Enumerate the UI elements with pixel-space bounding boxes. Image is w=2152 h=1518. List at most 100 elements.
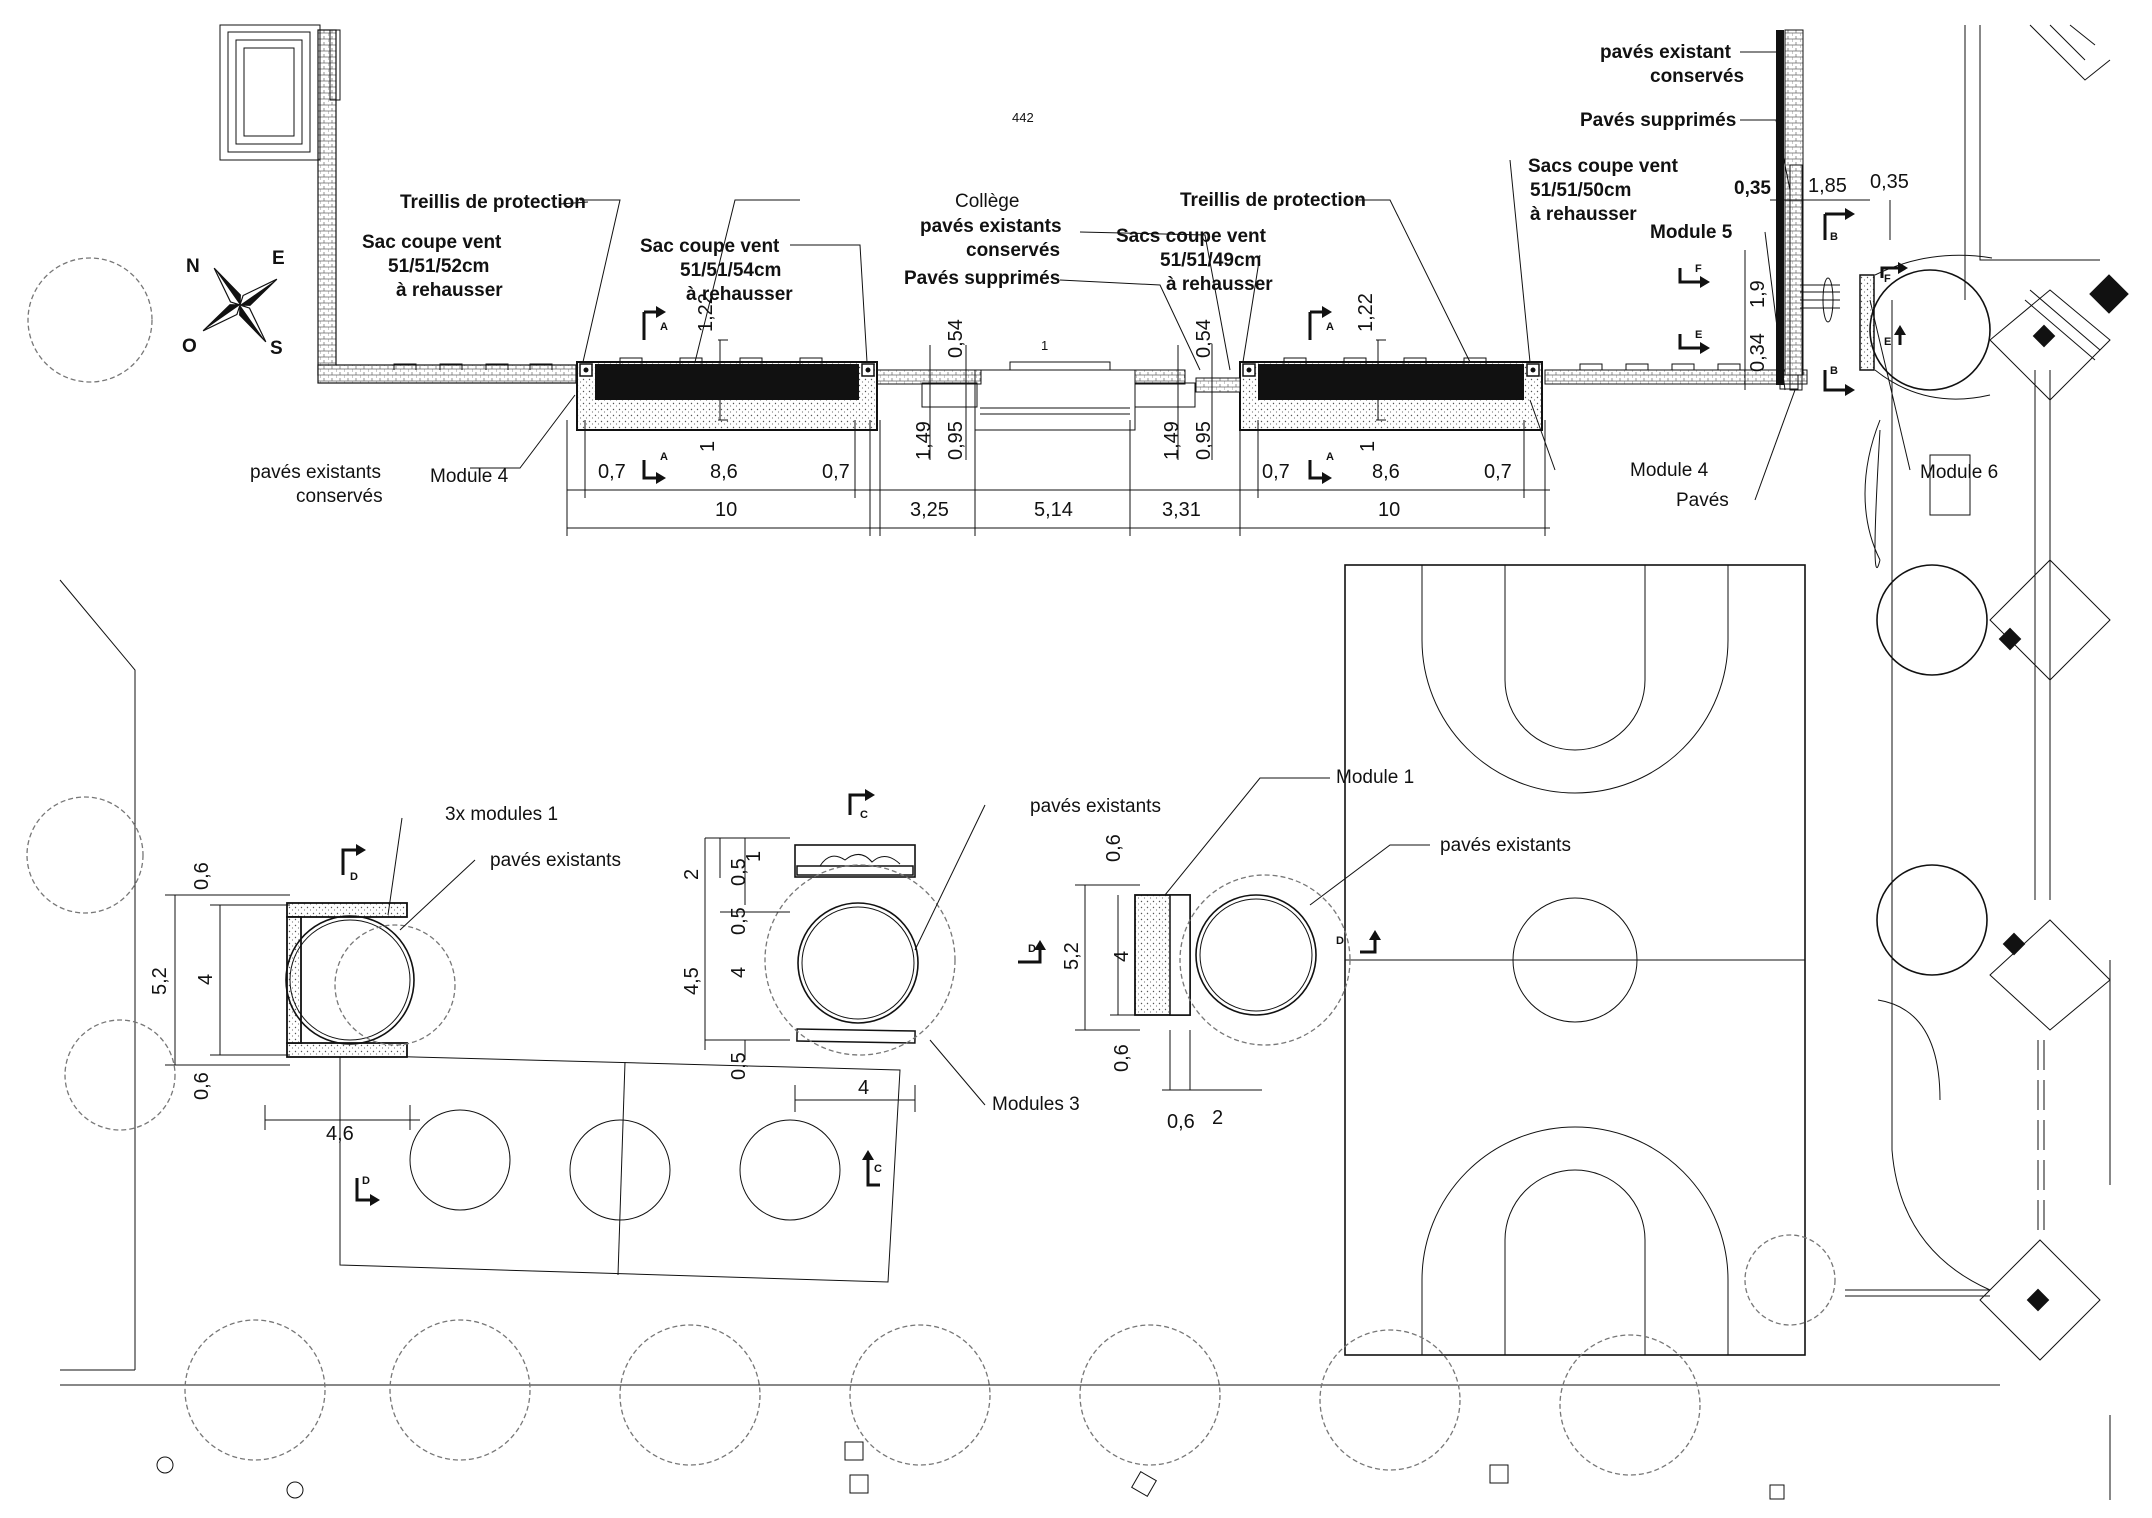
site-boundaries xyxy=(59,579,2000,1386)
dim-514: 5,14 xyxy=(1034,499,1073,521)
supp-top: Pavés supprimés xyxy=(1580,110,1736,131)
trees xyxy=(26,257,1836,1476)
dim-1-right: 1 xyxy=(1357,441,1379,452)
dim-mr-06-h: 0,6 xyxy=(1167,1111,1195,1133)
compass-e: E xyxy=(272,248,285,269)
dim-035-b: 0,35 xyxy=(1870,171,1909,193)
module4-left-label: Module 4 xyxy=(430,466,509,487)
compass-rose: N E S O xyxy=(182,248,285,359)
dim-07-c: 0,7 xyxy=(1262,461,1290,483)
dim-m1-06-top: 0,6 xyxy=(191,862,213,890)
section-a-bot-left: A xyxy=(660,451,668,463)
sac-left-3: à rehausser xyxy=(396,280,503,301)
module4-left xyxy=(576,357,878,431)
dim-m3-1: 1 xyxy=(743,851,765,862)
treillis-right-label: Treillis de protection xyxy=(1180,190,1366,211)
dim-86-b: 8,6 xyxy=(1372,461,1400,483)
dim-m3-2: 2 xyxy=(681,869,703,880)
dim-095-b: 0,95 xyxy=(1193,421,1215,460)
dim-054-b: 0,54 xyxy=(1193,319,1215,358)
pex-mid-1: pavés existants xyxy=(920,216,1062,237)
dim-331: 3,31 xyxy=(1162,499,1201,521)
dim-m3-4-v: 4 xyxy=(728,967,750,978)
dim-m3-05-b: 0,5 xyxy=(728,907,750,935)
section-a-top-left: A xyxy=(660,321,668,333)
gate-area xyxy=(921,369,1241,431)
dim-07-d: 0,7 xyxy=(1484,461,1512,483)
module3 xyxy=(794,844,919,1044)
section-a-bot-right: A xyxy=(1326,451,1334,463)
dim-034: 0,34 xyxy=(1747,333,1769,372)
compass-n: N xyxy=(186,256,200,277)
sacs-far-3: à rehausser xyxy=(1530,204,1637,225)
right-walkway xyxy=(1845,24,2129,1500)
dim-035-a: 0,35 xyxy=(1734,178,1771,199)
dim-1-left: 1 xyxy=(697,441,719,452)
dim-054-a: 0,54 xyxy=(945,319,967,358)
sac-left-2: 51/51/52cm xyxy=(388,256,489,277)
module5-label: Module 5 xyxy=(1650,222,1733,243)
pex-left-1: pavés existants xyxy=(250,462,381,483)
dim-mr-06-bot: 0,6 xyxy=(1111,1044,1133,1072)
section-f-left: F xyxy=(1695,263,1702,275)
section-d-mid: D xyxy=(1028,943,1036,955)
sacs-right-2: 51/51/49cm xyxy=(1160,250,1261,271)
section-c-top: C xyxy=(860,809,868,821)
dim-m3-45: 4,5 xyxy=(681,967,703,995)
dim-325: 3,25 xyxy=(910,499,949,521)
section-d-bot-left: D xyxy=(362,1175,370,1187)
dim-10-b: 10 xyxy=(1378,499,1400,521)
section-markers: A A A A B B F E F E C C D D D D xyxy=(341,208,1908,1206)
dim-mr-2: 2 xyxy=(1212,1107,1223,1129)
sac-left-1: Sac coupe vent xyxy=(362,232,502,253)
dim-m1-46: 4,6 xyxy=(326,1123,354,1145)
dim-10-a: 10 xyxy=(715,499,737,521)
sacs-right-1: Sacs coupe vent xyxy=(1116,226,1267,247)
small-court xyxy=(339,1054,901,1283)
college-label: Collège xyxy=(955,191,1019,212)
pex-mid-2: conservés xyxy=(966,240,1060,261)
leader-lines xyxy=(387,51,1911,1106)
sac-mid-1: Sac coupe vent xyxy=(640,236,780,257)
pex-top-2: conservés xyxy=(1650,66,1744,87)
dim-m1-52: 5,2 xyxy=(149,967,171,995)
section-c-bot: C xyxy=(874,1163,882,1175)
dim-m1-06-bot: 0,6 xyxy=(191,1072,213,1100)
pex-c-label: pavés existants xyxy=(1440,835,1571,856)
section-f-right: F xyxy=(1884,273,1891,285)
dim-m3-05-a: 0,5 xyxy=(728,858,750,886)
section-a-top-right: A xyxy=(1326,321,1334,333)
gate-number: 1 xyxy=(1041,338,1048,353)
wall-paving-bumps xyxy=(393,361,1741,370)
modules3-label: Modules 3 xyxy=(992,1094,1080,1115)
dim-86-a: 8,6 xyxy=(710,461,738,483)
dimension-texts-bottom: 0,6 5,2 4 0,6 4,6 2 0,5 1 4,5 0,5 4 0,5 … xyxy=(149,834,1223,1145)
section-b-bot: B xyxy=(1830,365,1838,377)
section-b-top: B xyxy=(1830,231,1838,243)
dim-m3-05-c: 0,5 xyxy=(728,1052,750,1080)
module1-left xyxy=(285,902,415,1058)
dimension-lines-top xyxy=(566,199,1891,536)
dimension-lines-bottom xyxy=(165,837,1262,1130)
pex-left-2: conservés xyxy=(296,486,383,507)
bottom-objects xyxy=(156,1441,1785,1500)
dim-149-a: 1,49 xyxy=(913,421,935,460)
section-d-right: D xyxy=(1336,935,1344,947)
dimension-texts-top: 1,22 1 0,7 8,6 0,7 10 1,49 0,95 0,54 3,2… xyxy=(598,171,1909,521)
module5 xyxy=(1779,164,1840,391)
module4-right xyxy=(1239,357,1543,431)
dim-07-b: 0,7 xyxy=(822,461,850,483)
plan-number: 442 xyxy=(1012,110,1034,125)
module1-label: Module 1 xyxy=(1336,767,1414,788)
treillis-left-label: Treillis de protection xyxy=(400,192,586,213)
supp-mid: Pavés supprimés xyxy=(904,268,1060,289)
module6-label: Module 6 xyxy=(1920,462,1998,483)
dim-mr-06-top: 0,6 xyxy=(1103,834,1125,862)
section-d-top-left: D xyxy=(350,871,358,883)
paves-label: Pavés xyxy=(1676,490,1729,511)
dim-185: 1,85 xyxy=(1808,175,1847,197)
basketball-court xyxy=(1344,564,1806,1356)
pex-b-label: pavés existants xyxy=(1030,796,1161,817)
module6 xyxy=(1859,254,1993,1291)
